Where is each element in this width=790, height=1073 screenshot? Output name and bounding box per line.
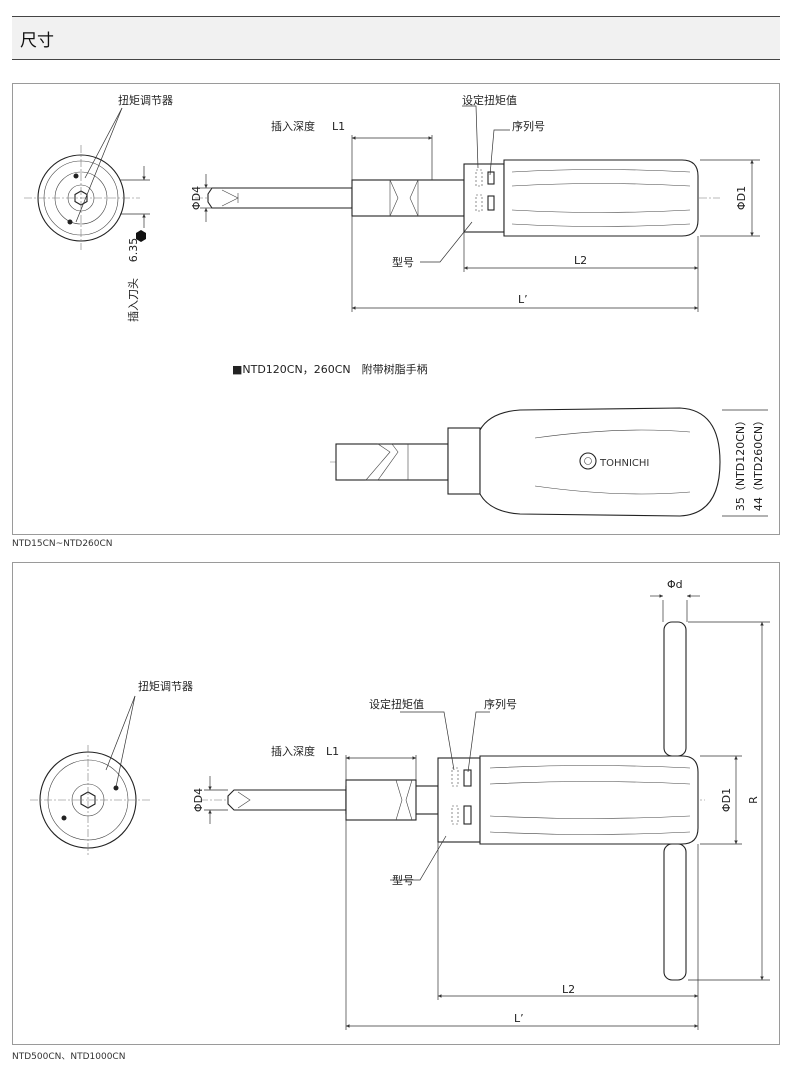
p1-lprime-label: L’ [518,293,528,306]
p1-resin-handle-note: ■NTD120CN，260CN 附带树脂手柄 [232,362,428,376]
p1-l2-label: L2 [574,254,587,267]
p1-dim35-label: 35（NTD120CN） [734,415,747,511]
p2-d4-label: ΦD4 [192,788,205,812]
section-title: 尺寸 [20,31,54,51]
p2-torque-adjuster-label: 扭矩调节器 [138,679,193,693]
p2-r-label: R [747,796,760,804]
resin-handle-view [330,407,768,517]
p2-serial-no-label: 序列号 [484,697,517,711]
end-view-2 [30,695,150,855]
p2-model-label: 型号 [392,873,414,887]
p1-set-torque-label: 设定扭矩值 [462,93,517,107]
p1-insertion-depth-label: 插入深度 [271,119,315,133]
p1-dim44-label: 44（NTD260CN） [752,415,765,511]
p1-serial-no-label: 序列号 [512,119,545,133]
panel1-caption: NTD15CN~NTD260CN [12,539,113,549]
p2-l1-label: L1 [326,745,339,758]
side-view-2 [200,594,770,1030]
p1-model-label: 型号 [392,255,414,269]
end-view-1 [24,107,150,250]
p2-insertion-depth-label: 插入深度 [271,744,315,758]
p2-set-torque-label: 设定扭矩值 [369,697,424,711]
p1-hex-size-label: 6.35 [127,238,140,263]
section-header: 尺寸 [12,16,780,60]
tohnichi-logo: TOHNICHI [599,458,649,469]
p2-phid-label: Φd [667,578,683,591]
p2-l2-label: L2 [562,983,575,996]
p1-torque-adjuster-label: 扭矩调节器 [118,93,173,107]
p2-lprime-label: L’ [514,1012,524,1025]
p1-l1-label: L1 [332,120,345,133]
panel2-caption: NTD500CN、NTD1000CN [12,1052,126,1062]
p1-insert-bit-label: 插入刀头 [126,278,140,322]
side-view-1 [195,105,760,312]
p2-d1-label: ΦD1 [720,788,733,812]
p1-d1-label: ΦD1 [735,186,748,210]
p1-d4-label: ΦD4 [190,186,203,210]
